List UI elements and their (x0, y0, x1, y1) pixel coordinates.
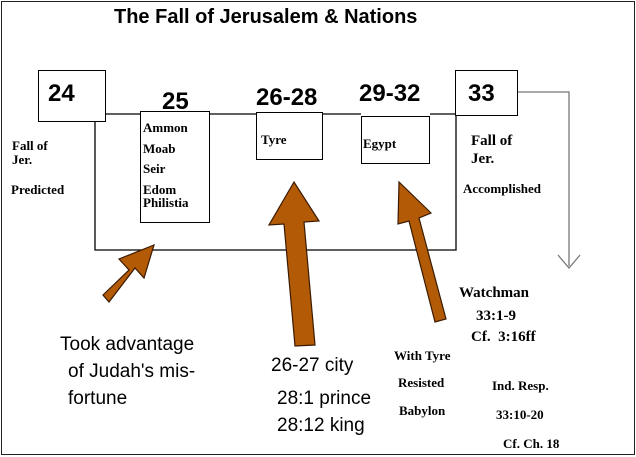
egypt-label: Egypt (363, 136, 397, 151)
box-26-28: Tyre (256, 112, 323, 160)
tyre-ref-king: 28:12 king (277, 415, 365, 436)
right-note-line2: Jer. (471, 151, 495, 167)
ind-resp-cf: Cf. Ch. 18 (503, 436, 560, 451)
ind-resp-label: Ind. Resp. (492, 378, 549, 393)
right-note-line1: Fall of (471, 133, 513, 149)
watchman-ref: 33:1-9 (476, 308, 516, 324)
left-note-line1: Fall of (12, 138, 48, 153)
box-25: Ammon Moab Seir Edom Philistia (140, 111, 210, 223)
arrow-ammon (102, 243, 155, 303)
egypt-note-line1: With Tyre (394, 348, 451, 363)
arrow-tyre (267, 180, 321, 347)
box-29-32-label: 29-32 (359, 80, 421, 107)
box-25-label: 25 (162, 88, 189, 115)
box-26-28-label: 26-28 (256, 84, 318, 111)
tyre-ref-prince: 28:1 prince (277, 388, 372, 409)
bottom-loop-line (94, 115, 457, 251)
box-24-label: 24 (48, 80, 75, 107)
nation-seir: Seir (143, 161, 166, 176)
nation-philistia: Philistia (143, 195, 189, 210)
took-advantage-line3: fortune (68, 388, 128, 409)
nations-list: Ammon Moab Seir Edom Philistia (143, 118, 189, 214)
continuation-arrowhead (557, 254, 581, 270)
continuation-line (518, 91, 570, 266)
box-29-32: Egypt (361, 116, 430, 164)
nation-edom: Edom (143, 181, 177, 197)
box-33: 33 (455, 70, 518, 116)
egypt-note-line3: Babylon (399, 403, 446, 418)
right-note-line3: Accomplished (463, 181, 541, 196)
left-note-line2: Jer. (12, 152, 33, 167)
watchman-cf: Cf. 3:16ff (471, 329, 536, 345)
box-33-label: 33 (468, 80, 495, 107)
nation-ammon: Ammon (143, 120, 188, 135)
tyre-label: Tyre (261, 132, 287, 147)
egypt-note-line2: Resisted (398, 375, 445, 390)
left-note-line3: Predicted (11, 182, 65, 197)
arrow-egypt (397, 180, 447, 323)
page-title: The Fall of Jerusalem & Nations (114, 6, 418, 28)
took-advantage-line1: Took advantage (60, 334, 195, 355)
watchman-label: Watchman (459, 285, 530, 301)
box-24: 24 (38, 70, 106, 122)
took-advantage-line2: of Judah's mis- (68, 361, 196, 382)
ind-resp-ref: 33:10-20 (496, 407, 544, 422)
tyre-ref-city: 26-27 city (271, 355, 354, 376)
nation-moab: Moab (143, 140, 176, 156)
